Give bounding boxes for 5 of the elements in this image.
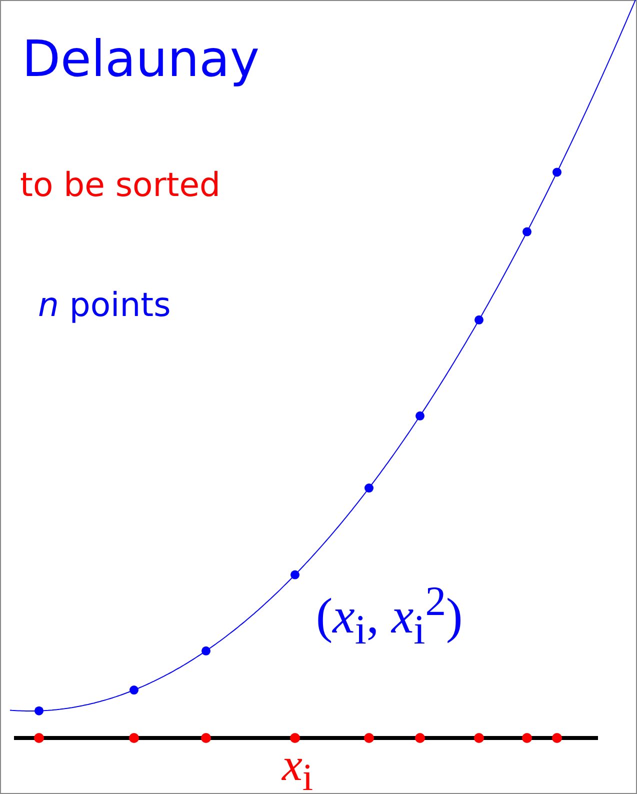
note-text: n points	[38, 288, 171, 321]
coordinate-label: (x$_{i}$, x$_{i}$$^{2}$)	[316, 582, 463, 652]
title: Delaunay	[22, 34, 260, 84]
note-text: to be sorted	[20, 168, 220, 201]
axis-label: x$_{i}$	[282, 742, 314, 794]
